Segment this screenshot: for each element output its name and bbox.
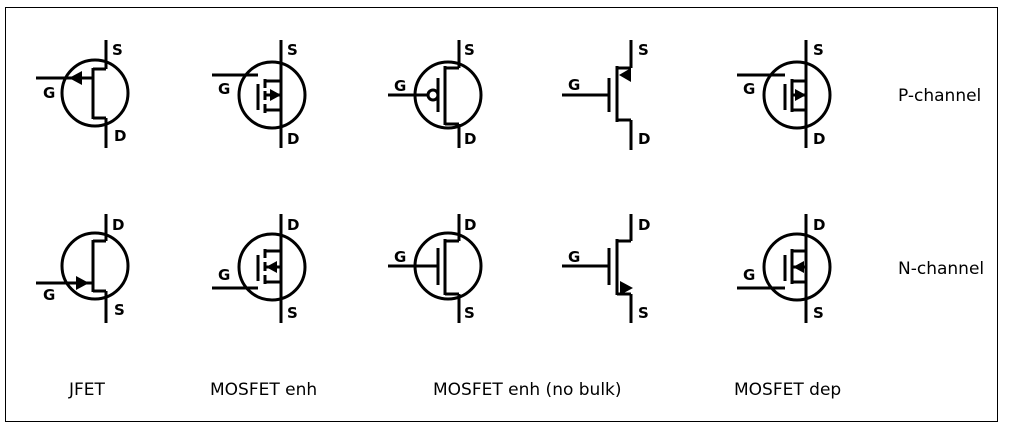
pin-label-drain: D (638, 130, 651, 148)
pin-label-drain: D (287, 216, 300, 234)
pin-label-gate: G (43, 84, 56, 102)
jfet-n-channel-symbol (36, 214, 130, 323)
pin-label-source: S (638, 41, 649, 59)
jfet-p-channel-symbol (36, 40, 130, 148)
column-label-mosfet-enh-nobulk: MOSFET enh (no bulk) (433, 380, 622, 400)
pin-label-drain: D (813, 130, 826, 148)
pin-label-gate: G (394, 77, 407, 95)
pin-label-drain: D (464, 130, 477, 148)
mosfet-enh-p-channel-symbol (212, 40, 307, 148)
row-label-n-channel: N-channel (898, 259, 985, 279)
pin-label-gate: G (568, 76, 581, 94)
column-label-mosfet-dep: MOSFET dep (734, 380, 842, 400)
pin-label-source: S (813, 304, 824, 322)
pin-label-drain: D (638, 216, 651, 234)
pin-label-source: S (464, 41, 475, 59)
mosfet-enh-nobulk-n-channel-circle-symbol (388, 214, 483, 323)
column-label-jfet: JFET (69, 380, 105, 400)
pin-label-source: S (287, 41, 298, 59)
mosfet-dep-p-channel-symbol (737, 40, 832, 148)
pin-label-source: S (813, 41, 824, 59)
mosfet-dep-n-channel-symbol (737, 214, 832, 323)
pin-label-gate: G (43, 286, 56, 304)
pin-label-drain: D (112, 216, 125, 234)
pin-label-source: S (638, 304, 649, 322)
mosfet-enh-nobulk-p-channel-circle-symbol (388, 40, 483, 148)
pin-label-gate: G (743, 80, 756, 98)
pin-label-gate: G (394, 248, 407, 266)
pin-label-source: S (112, 41, 123, 59)
pin-label-drain: D (464, 216, 477, 234)
mosfet-enh-nobulk-p-channel-simple-symbol (562, 40, 633, 150)
pin-label-drain: D (813, 216, 826, 234)
pin-label-gate: G (218, 80, 231, 98)
row-label-p-channel: P-channel (898, 86, 982, 106)
mosfet-enh-n-channel-symbol (212, 214, 307, 323)
pin-label-gate: G (743, 266, 756, 284)
pin-label-drain: D (287, 130, 300, 148)
mosfet-enh-nobulk-n-channel-simple-symbol (562, 214, 633, 323)
column-label-mosfet-enh: MOSFET enh (210, 380, 318, 400)
pin-label-gate: G (218, 266, 231, 284)
pin-label-source: S (287, 304, 298, 322)
diagram-frame (5, 7, 998, 422)
pin-label-source: S (114, 301, 125, 319)
pin-label-drain: D (114, 127, 127, 145)
pin-label-source: S (464, 304, 475, 322)
pin-label-gate: G (568, 248, 581, 266)
